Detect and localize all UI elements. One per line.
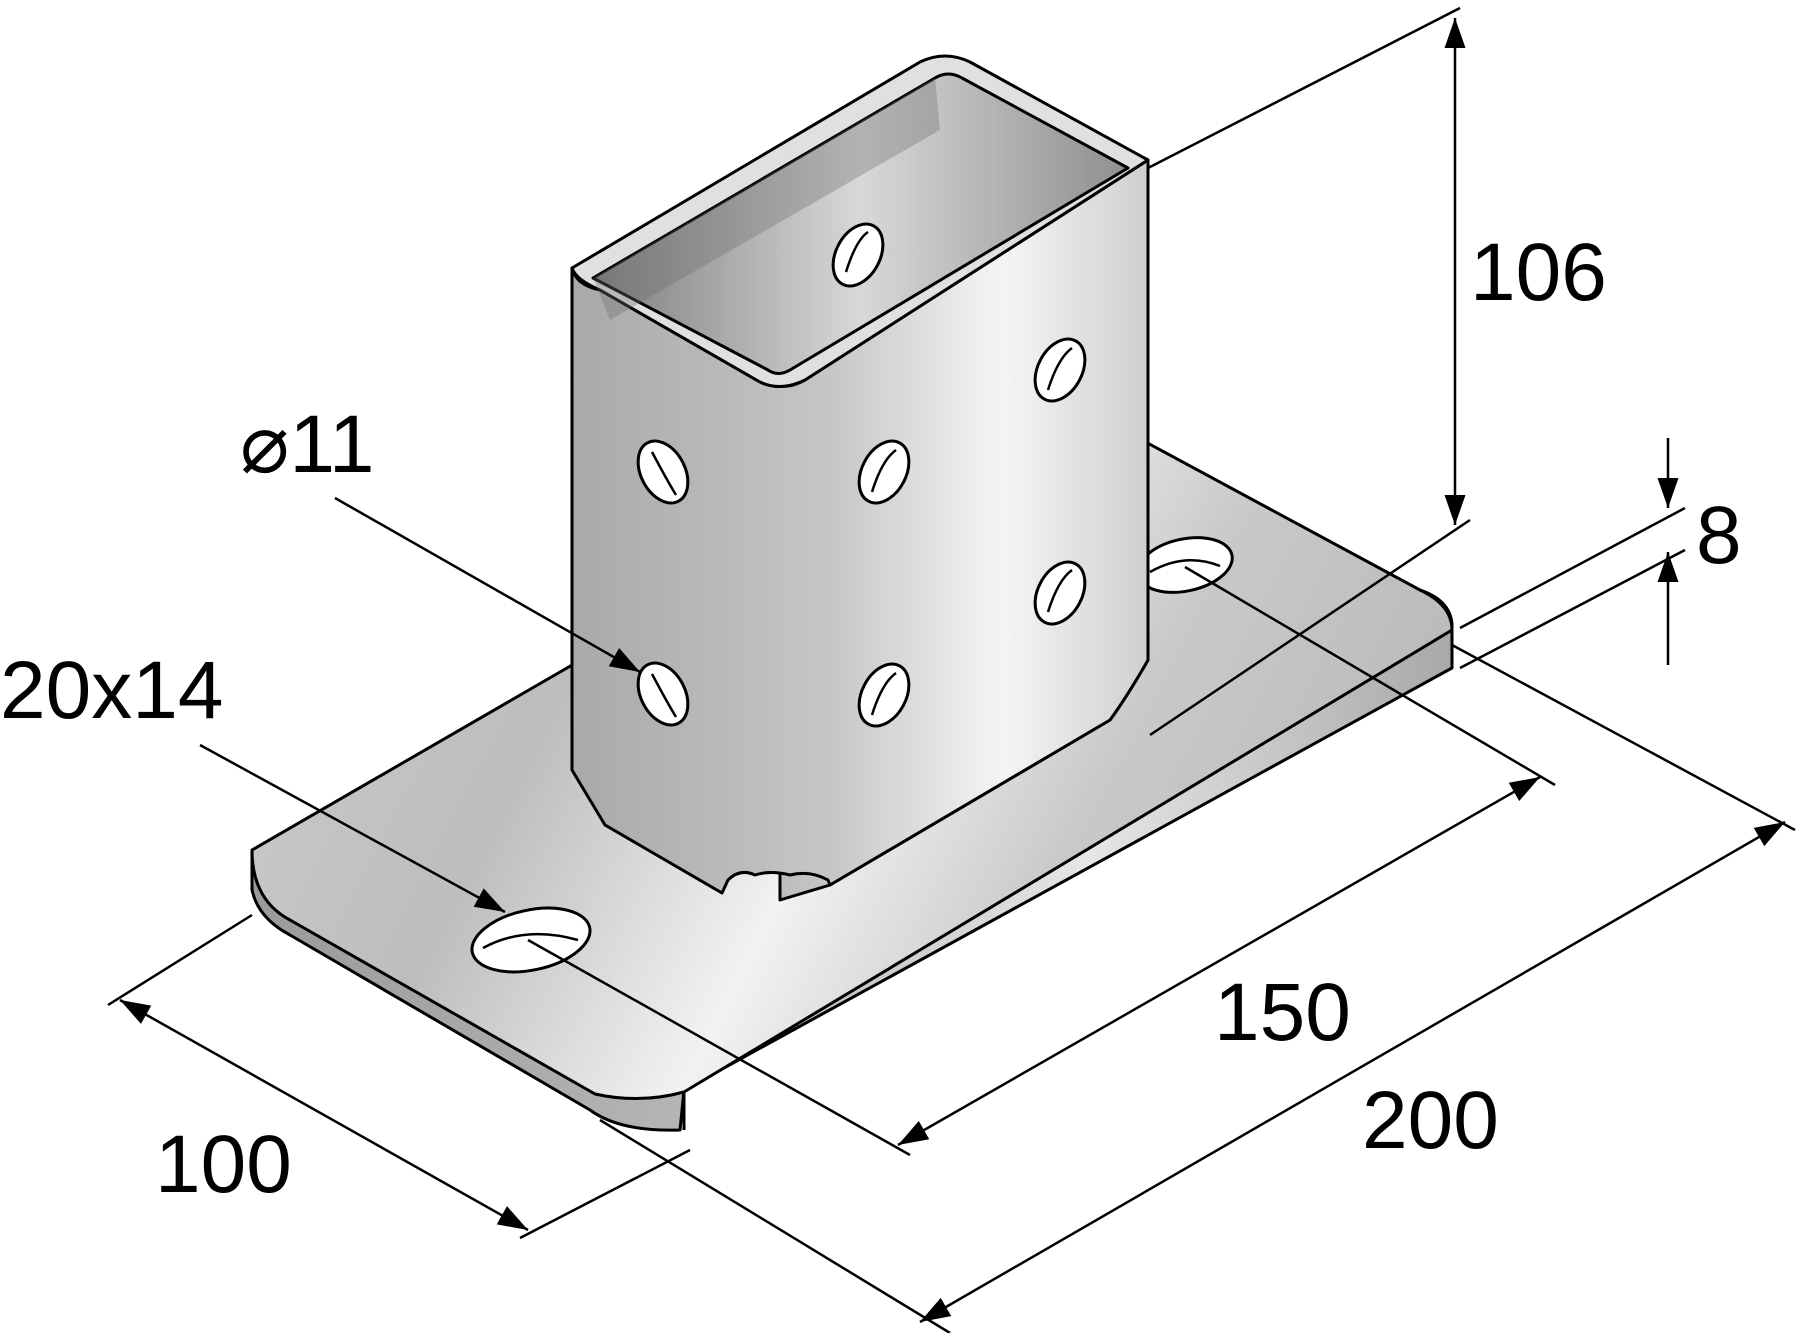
slot-front: [470, 906, 592, 974]
hole-diameter-label: ⌀11: [240, 399, 375, 490]
slot-back: [1136, 536, 1234, 594]
hole-front-mid-lower: [857, 662, 911, 728]
tube-holes: [636, 222, 1087, 728]
slot-spacing-label: 150: [1214, 967, 1351, 1058]
dimension-labels: 106 8 ⌀11 20x14 150 200 100: [0, 227, 1742, 1210]
hole-side-lower: [1033, 560, 1087, 626]
plate-width-dimension-line: [119, 998, 529, 1232]
hole-front-left-upper: [636, 439, 690, 505]
thickness-label: 8: [1696, 490, 1742, 581]
hole-leader: [334, 496, 641, 674]
height-label: 106: [1470, 227, 1607, 318]
hole-front-mid-upper: [857, 439, 911, 505]
hole-front-left-lower: [636, 661, 690, 727]
slot-leader: [199, 743, 506, 914]
plate-length-label: 200: [1362, 1075, 1499, 1166]
plate-width-label: 100: [155, 1119, 292, 1210]
hole-inner-back: [831, 222, 885, 288]
dimension-lines: [107, 6, 1796, 1333]
hole-side-upper: [1033, 337, 1087, 403]
slot-size-label: 20x14: [0, 645, 223, 736]
plate-length-dimension-line: [919, 820, 1786, 1324]
